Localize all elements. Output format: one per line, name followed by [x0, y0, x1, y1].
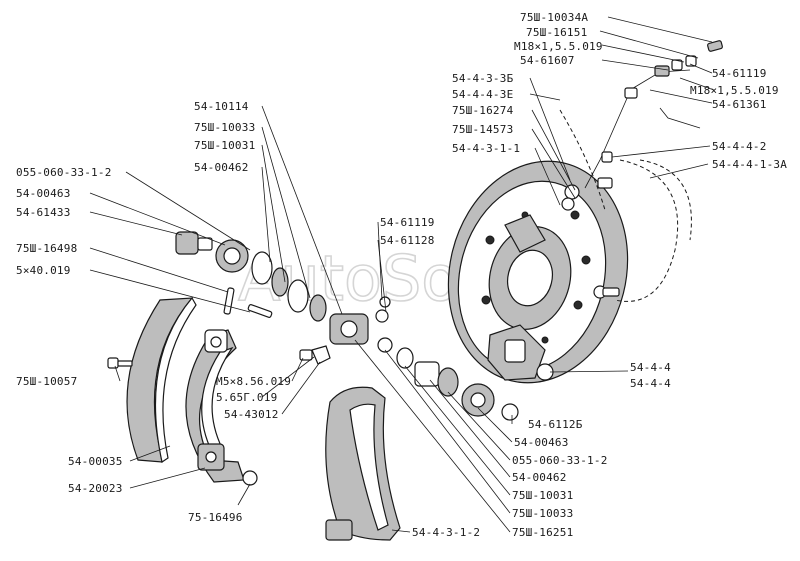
label-75sh-16498: 75Ш-16498: [16, 242, 77, 255]
label-5x40-019: 5×40.019: [16, 264, 71, 277]
label-54-6112b: 54-6112Б: [528, 418, 583, 431]
label-m18-right: М18×1,5.5.019: [690, 84, 779, 97]
brake-shoe-right: [325, 386, 401, 541]
label-54-4-3-1-1: 54-4-3-1-1: [452, 142, 520, 155]
backing-plate: [447, 160, 629, 384]
label-54-4-3-1-2: 54-4-3-1-2: [412, 526, 480, 539]
label-75sh-16151: 75Ш-16151: [526, 26, 587, 39]
label-75sh-10031-bottom: 75Ш-10031: [512, 489, 573, 502]
label-75sh-10057: 75Ш-10057: [16, 375, 77, 388]
label-5-65g-019: 5.65Г.019: [216, 391, 277, 404]
label-75sh-10034a: 75Ш-10034А: [520, 11, 588, 24]
label-54-20023: 54-20023: [68, 482, 123, 495]
label-75sh-16251: 75Ш-16251: [512, 526, 573, 539]
part-labels: 75Ш-10034А 75Ш-16151 М18×1,5.5.019 54-61…: [16, 11, 787, 539]
label-54-61607: 54-61607: [520, 54, 575, 67]
label-54-4-4-1-3a: 54-4-4-1-3А: [712, 158, 787, 171]
label-54-4-4-2: 54-4-4-2: [712, 140, 767, 153]
label-54-00463-top: 54-00463: [16, 187, 71, 200]
label-54-00035: 54-00035: [68, 455, 123, 468]
label-54-61119-mid: 54-61119: [380, 216, 435, 229]
label-055-060-33-1-2-bottom: 055-060-33-1-2: [512, 454, 608, 467]
brake-shoe-left: [126, 296, 258, 486]
label-54-10114: 54-10114: [194, 100, 249, 113]
label-75sh-10031-top: 75Ш-10031: [194, 139, 255, 152]
label-54-00462-bottom: 54-00462: [512, 471, 567, 484]
label-54-4-4-a: 54-4-4: [630, 361, 671, 374]
label-m18-top: М18×1,5.5.019: [514, 40, 603, 53]
label-54-61128: 54-61128: [380, 234, 435, 247]
central-cam-assembly: [299, 296, 519, 421]
label-75sh-14573: 75Ш-14573: [452, 123, 513, 136]
label-055-060-33-1-2-top: 055-060-33-1-2: [16, 166, 112, 179]
label-75sh-16274: 75Ш-16274: [452, 104, 514, 117]
label-54-4-4-b: 54-4-4: [630, 377, 671, 390]
label-54-61119-top: 54-61119: [712, 67, 767, 80]
label-54-43012: 54-43012: [224, 408, 279, 421]
leader-lines: [89, 16, 715, 533]
label-75sh-10033-bottom: 75Ш-10033: [512, 507, 573, 520]
label-m5x8: М5×8.56.019: [216, 375, 291, 388]
label-54-61361: 54-61361: [712, 98, 767, 111]
label-54-00462-top: 54-00462: [194, 161, 249, 174]
label-75-16496: 75-16496: [188, 511, 243, 524]
label-75sh-10033-top: 75Ш-10033: [194, 121, 255, 134]
label-54-61433: 54-61433: [16, 206, 71, 219]
label-54-4-3-3b: 54-4-3-3Б: [452, 72, 514, 85]
label-54-4-4-3e: 54-4-4-3Е: [452, 88, 513, 101]
label-54-00463-bottom: 54-00463: [514, 436, 569, 449]
